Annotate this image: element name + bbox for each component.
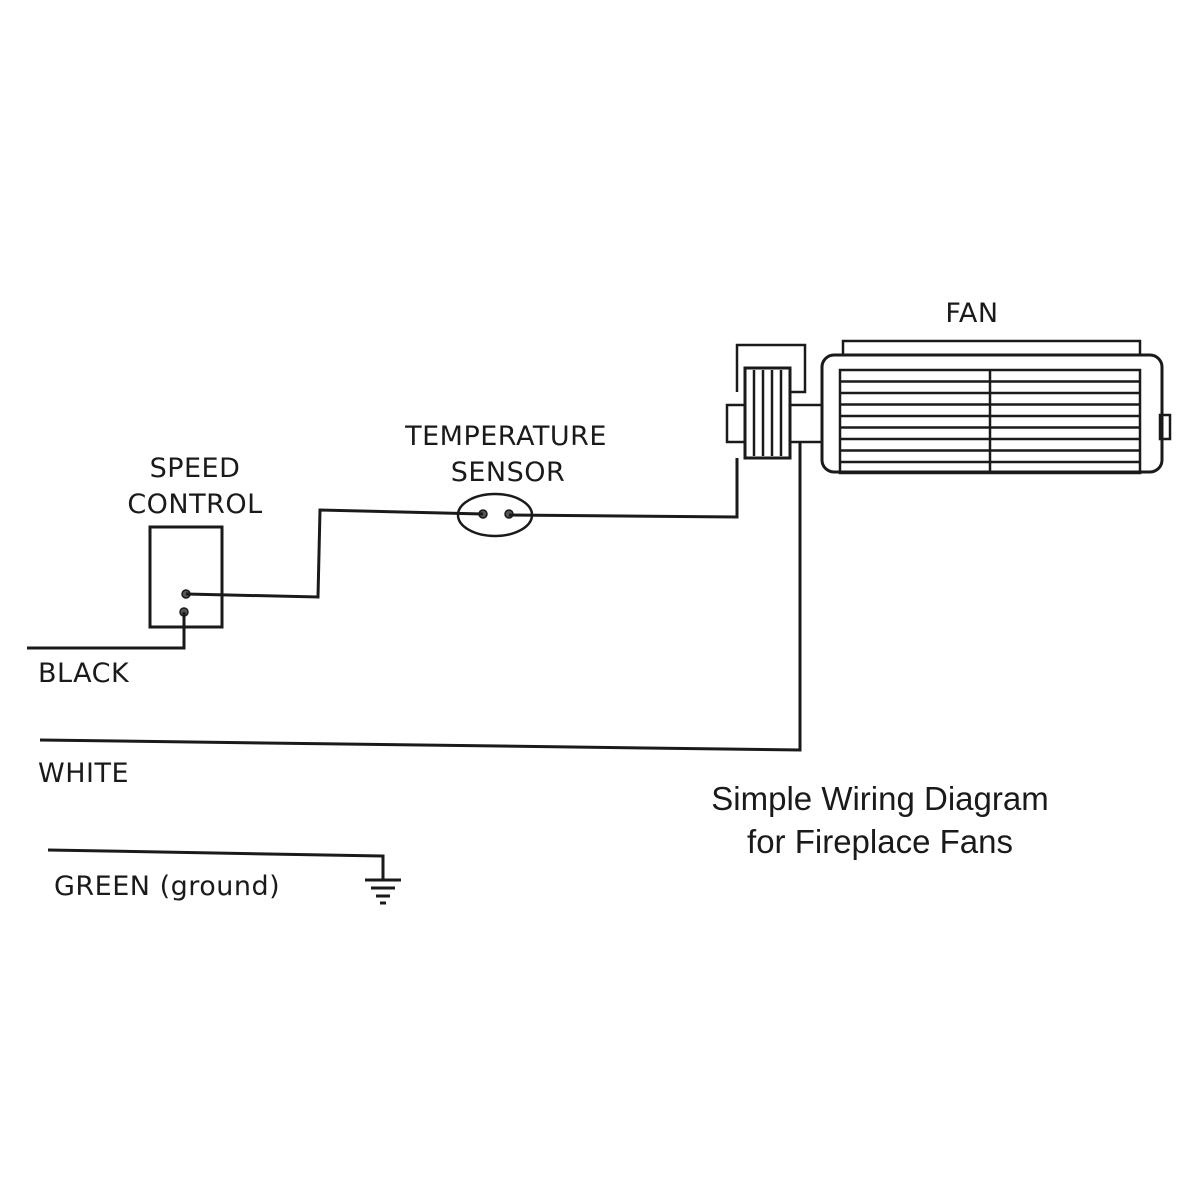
fan-label: FAN xyxy=(945,298,998,329)
motor-bracket xyxy=(735,343,807,394)
temperature-sensor-label: SENSOR xyxy=(451,457,566,488)
wire-sensor-to-motor xyxy=(508,458,739,519)
speed-control-label: CONTROL xyxy=(127,489,262,520)
wire-white xyxy=(39,442,802,752)
wire-green xyxy=(47,848,385,880)
green-wire-label: GREEN (ground) xyxy=(54,871,280,902)
fan-blower xyxy=(820,339,1172,475)
wire-black xyxy=(27,612,186,650)
motor-shaft-left xyxy=(725,403,747,444)
diagram-title: Simple Wiring Diagram xyxy=(711,780,1048,817)
wire-control-to-sensor xyxy=(185,508,484,599)
speed-control-label: SPEED xyxy=(150,453,241,484)
fan-housing xyxy=(820,353,1164,474)
fan-end-cap xyxy=(1158,413,1172,441)
diagram-title: for Fireplace Fans xyxy=(747,823,1013,860)
motor-coil xyxy=(743,366,792,460)
black-wire-label: BLACK xyxy=(38,658,130,689)
white-wire-label: WHITE xyxy=(38,758,129,789)
fan-top-bar xyxy=(841,339,1142,357)
speed-control xyxy=(148,525,224,629)
ground-icon xyxy=(365,878,401,905)
fan-motor xyxy=(725,343,824,460)
temperature-sensor-label: TEMPERATURE xyxy=(404,421,607,452)
motor-shaft-right xyxy=(788,403,824,444)
speed-control-box xyxy=(148,525,224,629)
